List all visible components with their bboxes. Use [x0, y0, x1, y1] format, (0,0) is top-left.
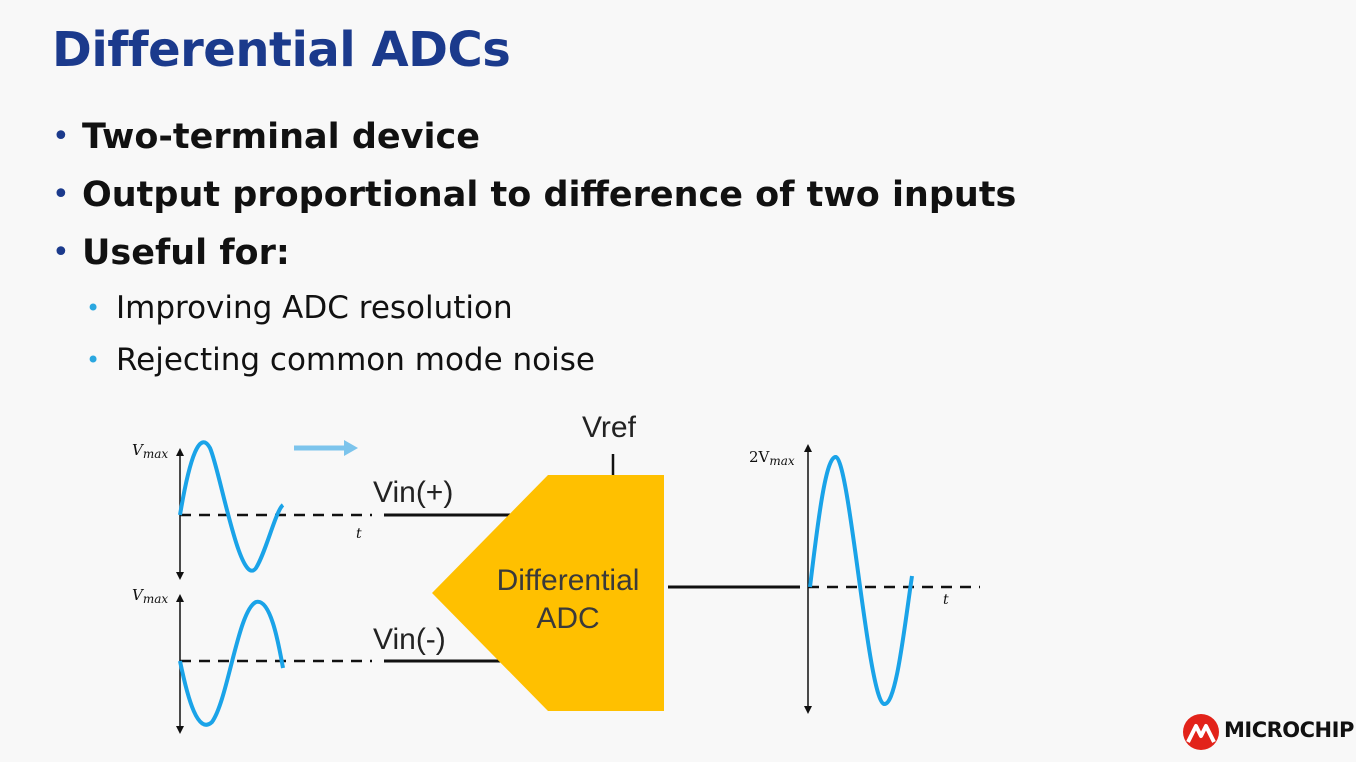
top-time-label: t [356, 526, 362, 542]
vin-minus-label: Vin(-) [373, 623, 446, 656]
top-vmax-label: Vmax [132, 441, 168, 461]
microchip-logo-text: MICROCHIP [1224, 718, 1354, 742]
slide-title: Differential ADCs [52, 22, 511, 78]
vref-label: Vref [582, 411, 637, 444]
adc-label-line1: Differential [497, 564, 640, 597]
sub-bullet-dot-icon: • [86, 294, 101, 322]
sub-bullet-dot-icon: • [86, 346, 101, 374]
bullet-item: • Useful for: [52, 224, 1016, 282]
output-sine-wave [808, 455, 914, 706]
sub-bullet-text: Rejecting common mode noise [116, 342, 595, 378]
bullet-item: • Output proportional to difference of tw… [52, 166, 1016, 224]
bullet-text: Useful for: [82, 233, 290, 273]
bottom-vmax-label: Vmax [132, 586, 168, 606]
bullet-text: Output proportional to difference of two… [82, 175, 1017, 215]
signal-direction-arrowhead-icon [344, 440, 358, 456]
sub-bullet-item: • Improving ADC resolution [52, 282, 1016, 334]
adc-label-line2: ADC [536, 602, 599, 635]
sub-bullet-text: Improving ADC resolution [116, 290, 513, 326]
bullet-list: • Two-terminal device • Output proportiona… [52, 108, 1016, 386]
vin-plus-label: Vin(+) [373, 476, 453, 509]
bullet-dot-icon: • [52, 235, 70, 270]
bullet-dot-icon: • [52, 119, 70, 154]
sub-bullet-item: • Rejecting common mode noise [52, 334, 1016, 386]
bottom-input-sine-wave [178, 599, 285, 727]
output-vmax-label: 2Vmax [749, 448, 795, 468]
bullet-text: Two-terminal device [82, 117, 480, 157]
bullet-item: • Two-terminal device [52, 108, 1016, 166]
microchip-logo-icon [1183, 714, 1219, 750]
output-time-label: t [943, 592, 949, 608]
bullet-dot-icon: • [52, 177, 70, 212]
top-input-sine-wave [178, 440, 285, 573]
differential-adc-block [432, 475, 664, 711]
microchip-logo: MICROCHIP [1182, 712, 1354, 752]
